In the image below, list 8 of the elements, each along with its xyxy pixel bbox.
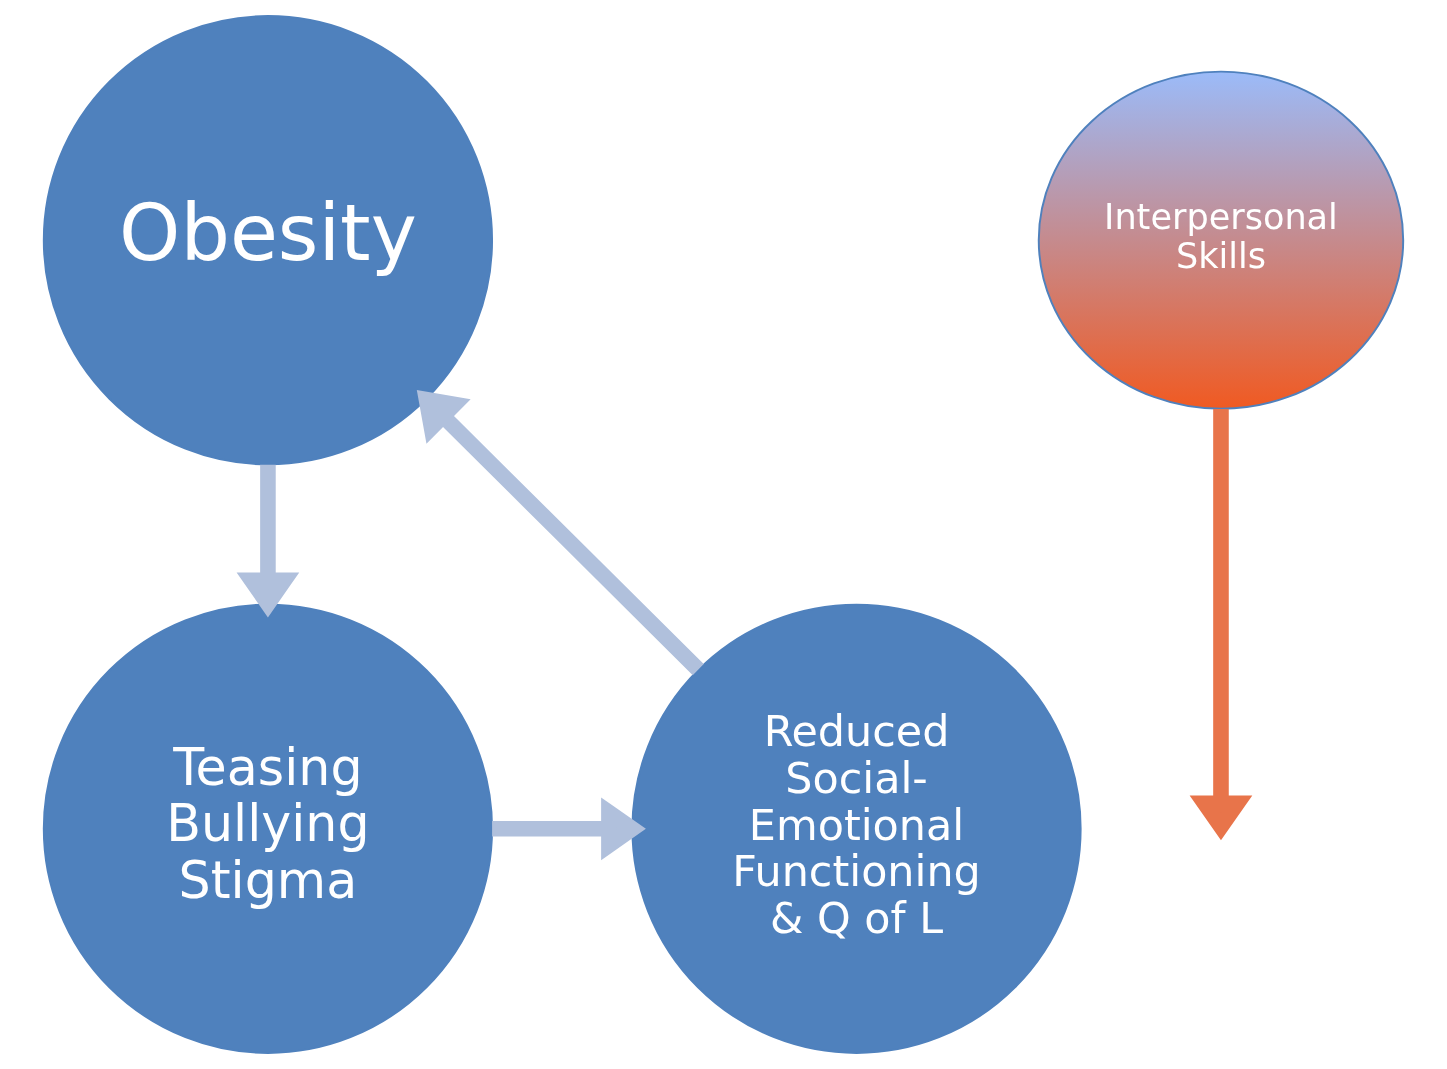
node-circle: Reduced Social- Emotional Functioning & Q of L [631, 603, 1082, 1054]
arrow [492, 797, 646, 861]
node-circle: Interpersonal Skills [1037, 70, 1405, 410]
arrow [1189, 408, 1253, 841]
arrow [236, 464, 300, 618]
node-circle: Obesity [42, 15, 494, 466]
arrow [416, 390, 704, 676]
node-circle: Teasing Bullying Stigma [42, 603, 494, 1054]
